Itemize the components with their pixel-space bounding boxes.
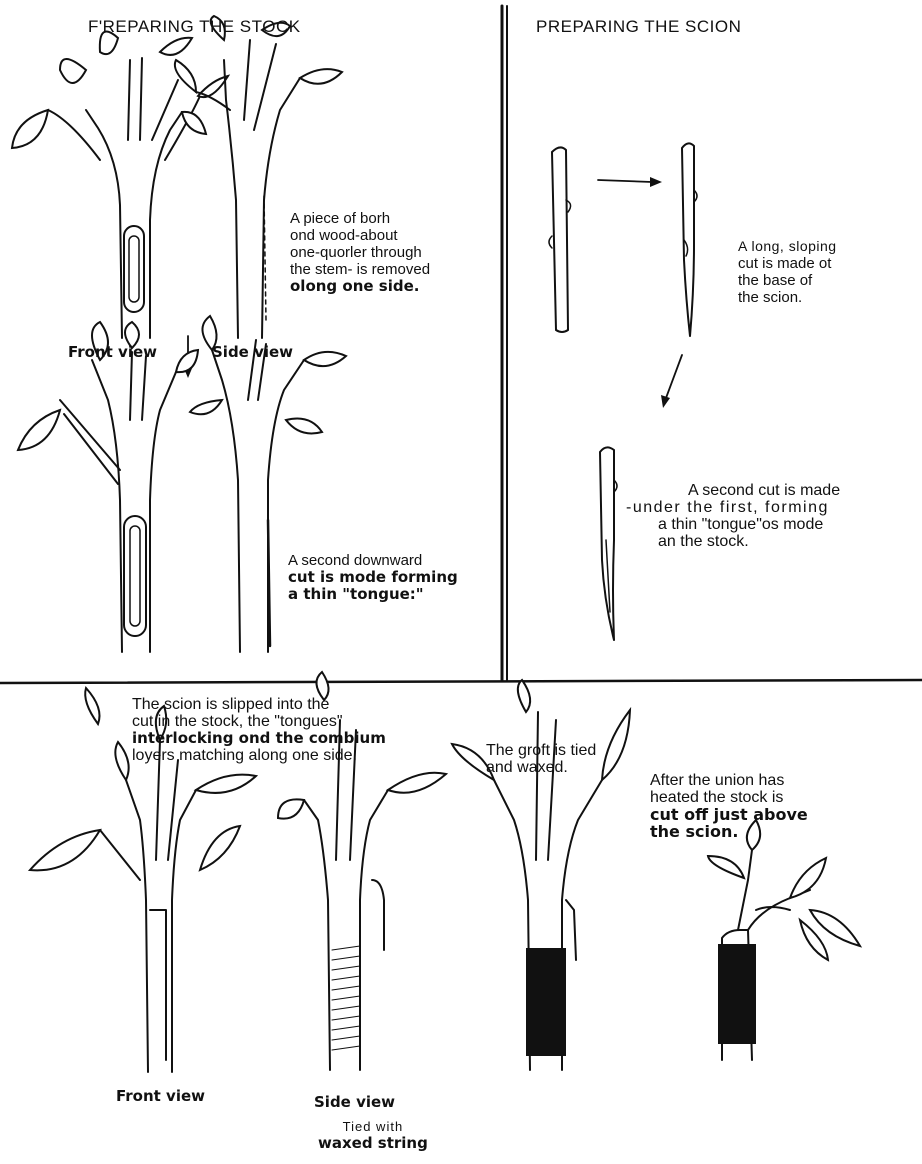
stock-step2-note: A second downward cut is mode forming a …: [288, 552, 458, 603]
scion-section-title: PREPARING THE SCION: [536, 18, 741, 35]
assembly-final-note: After the union has heated the stock is …: [650, 772, 808, 840]
scion-step-arrow-right: [598, 177, 662, 187]
graft-side-view-caption: Tied with waxed string: [318, 1118, 428, 1152]
graft-side-view-label: Side view: [314, 1094, 395, 1111]
scion-step1-note: A long, sloping cut is made ot the base …: [738, 238, 837, 306]
assembly-tie-note: The groft is tied and waxed.: [486, 742, 596, 776]
stock-step1-note: A piece of borh ond wood-about one-quorl…: [290, 210, 430, 295]
stock-front-view-label: Front view: [68, 344, 157, 361]
scion-tongue-cut-drawing: [600, 447, 617, 640]
final-wax-band: [718, 944, 756, 1044]
waxed-string-wrap: [332, 946, 360, 1050]
scion-stick-drawing: [549, 147, 571, 332]
stock-side-view-label: Side view: [212, 344, 293, 361]
graft-waxed-drawing: [452, 680, 630, 1070]
wax-band: [526, 948, 566, 1056]
scion-step-arrow-down: [661, 355, 682, 408]
stock-section-title: F'REPARING THE STOCK: [88, 18, 301, 35]
stock-front-view-drawing: [12, 32, 228, 338]
graft-final-drawing: [708, 820, 860, 1060]
scion-sloping-cut-drawing: [682, 143, 697, 336]
graft-front-view-label: Front view: [116, 1088, 205, 1105]
scion-step2-note: A second cut is made -under the first, f…: [626, 482, 840, 550]
assembly-join-note: The scion is slipped into the cut in the…: [132, 696, 386, 764]
stock-tongue-front-drawing: [18, 322, 198, 652]
